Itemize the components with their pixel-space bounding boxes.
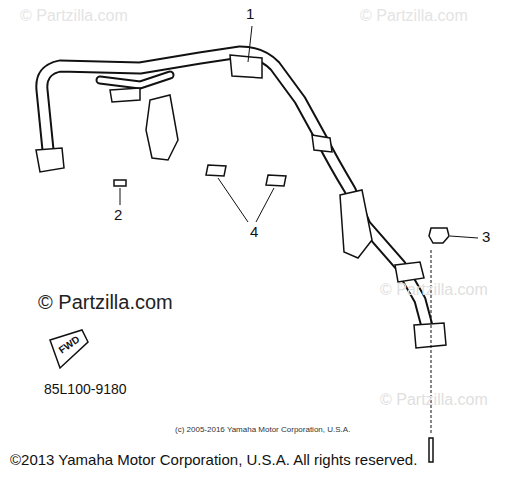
copyright-note: (c) 2005-2016 Yamaha Motor Corporation, … xyxy=(175,426,350,434)
callout-number: 1 xyxy=(246,6,254,21)
callout-number: 2 xyxy=(114,207,122,222)
watermark: © Partzilla.com xyxy=(380,282,488,298)
copyright-line: ©2013 Yamaha Motor Corporation, U.S.A. A… xyxy=(10,452,417,467)
watermark: © Partzilla.com xyxy=(380,392,488,408)
watermark: © Partzilla.com xyxy=(360,8,468,24)
callout-number: 3 xyxy=(482,229,490,244)
part-code: 85L100-9180 xyxy=(44,382,127,396)
watermark: © Partzilla.com xyxy=(38,292,173,312)
watermark: © Partzilla.com xyxy=(20,8,128,24)
callout-number: 4 xyxy=(250,224,258,239)
